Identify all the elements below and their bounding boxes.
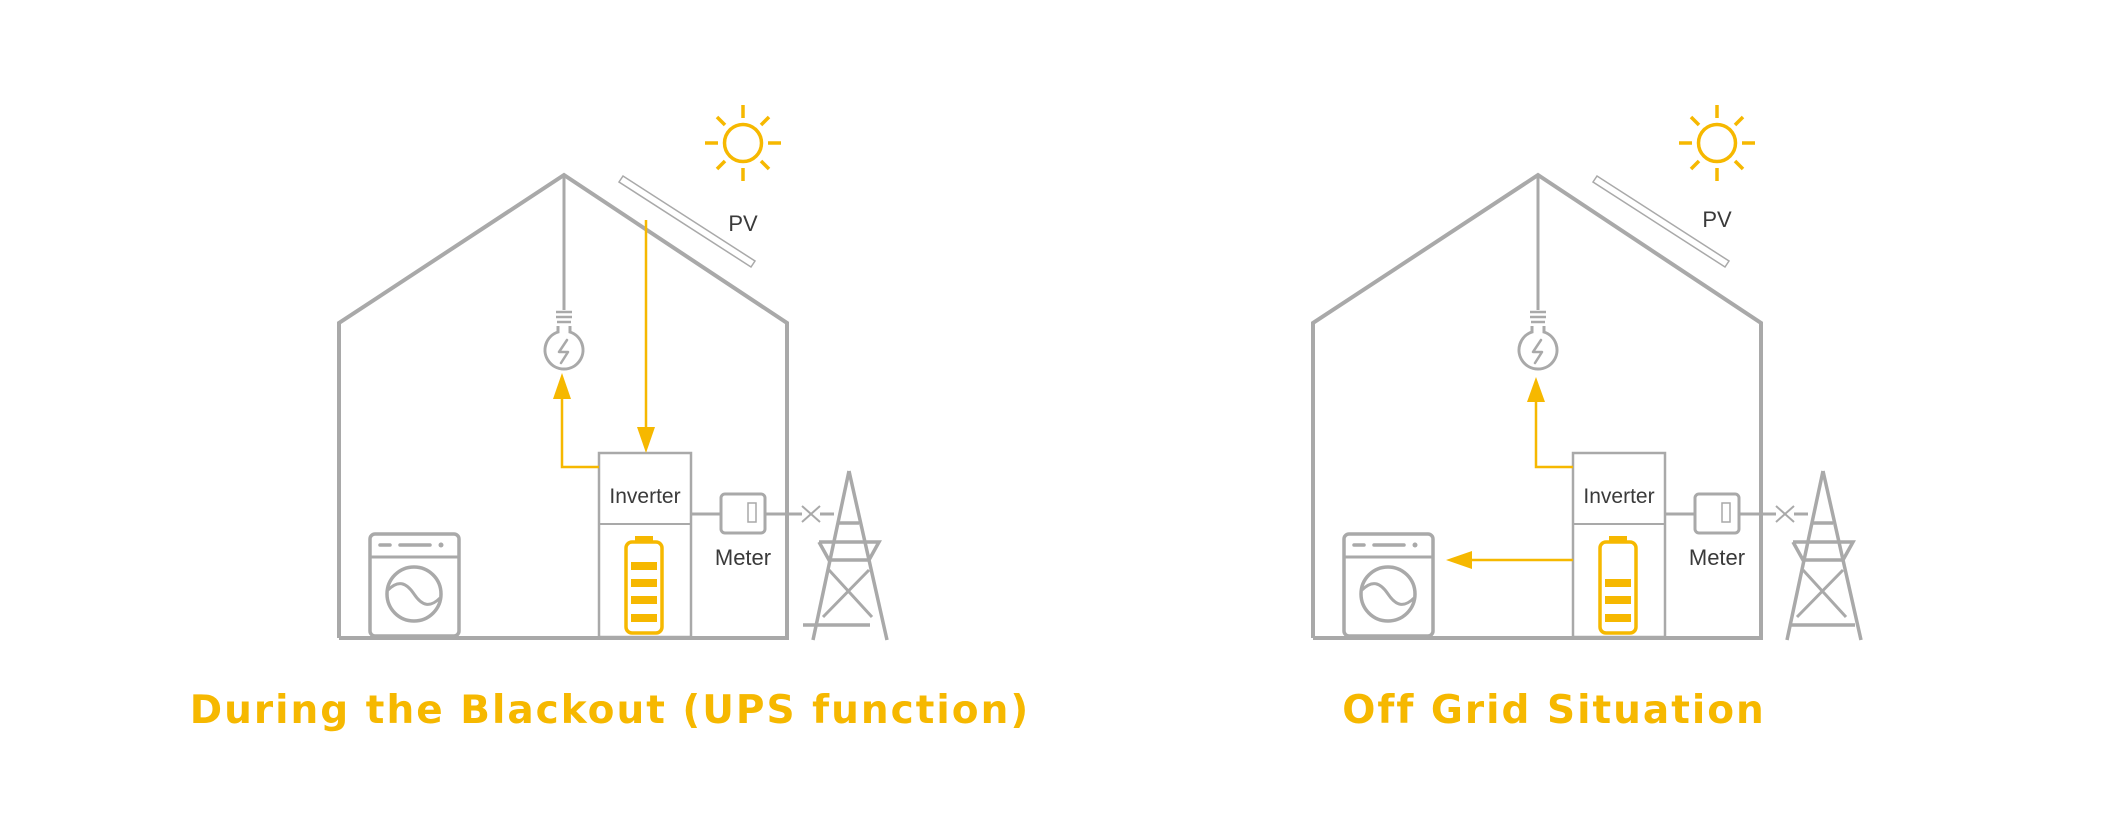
panel-title-offgrid: Off Grid Situation xyxy=(1342,688,1766,733)
meter-icon xyxy=(689,492,836,535)
battery-icon xyxy=(624,536,664,635)
washing-machine-icon xyxy=(1342,532,1435,638)
inverter-label: Inverter xyxy=(1583,485,1654,508)
pv-label: PV xyxy=(728,211,758,236)
flow-inverter-to-bulb-arrow xyxy=(1527,377,1573,469)
flow-battery-to-washer-arrow xyxy=(1446,551,1573,569)
light-bulb-icon xyxy=(543,173,585,371)
pv-label: PV xyxy=(1702,207,1732,232)
sun-icon xyxy=(1677,103,1757,183)
meter-label: Meter xyxy=(1689,545,1745,570)
panel-offgrid: PV Inverter Meter Off Grid Situation xyxy=(1311,103,1863,733)
washing-machine-icon xyxy=(368,532,461,638)
inverter-box xyxy=(597,451,693,639)
meter-label: Meter xyxy=(715,545,771,570)
battery-icon xyxy=(1598,536,1638,635)
flow-pv-to-inverter-arrow xyxy=(637,220,655,453)
inverter-label: Inverter xyxy=(609,485,680,508)
meter-icon xyxy=(1663,492,1810,535)
panel-title-blackout: During the Blackout (UPS function) xyxy=(190,688,1030,733)
sun-icon xyxy=(703,103,783,183)
light-bulb-icon xyxy=(1517,173,1559,371)
power-tower-icon xyxy=(1785,470,1863,641)
power-tower-icon xyxy=(801,469,889,642)
panel-blackout: PV Inverter Meter During the Blackout (U… xyxy=(190,103,1030,733)
inverter-box xyxy=(1571,451,1667,639)
flow-inverter-to-bulb-arrow xyxy=(553,373,599,469)
